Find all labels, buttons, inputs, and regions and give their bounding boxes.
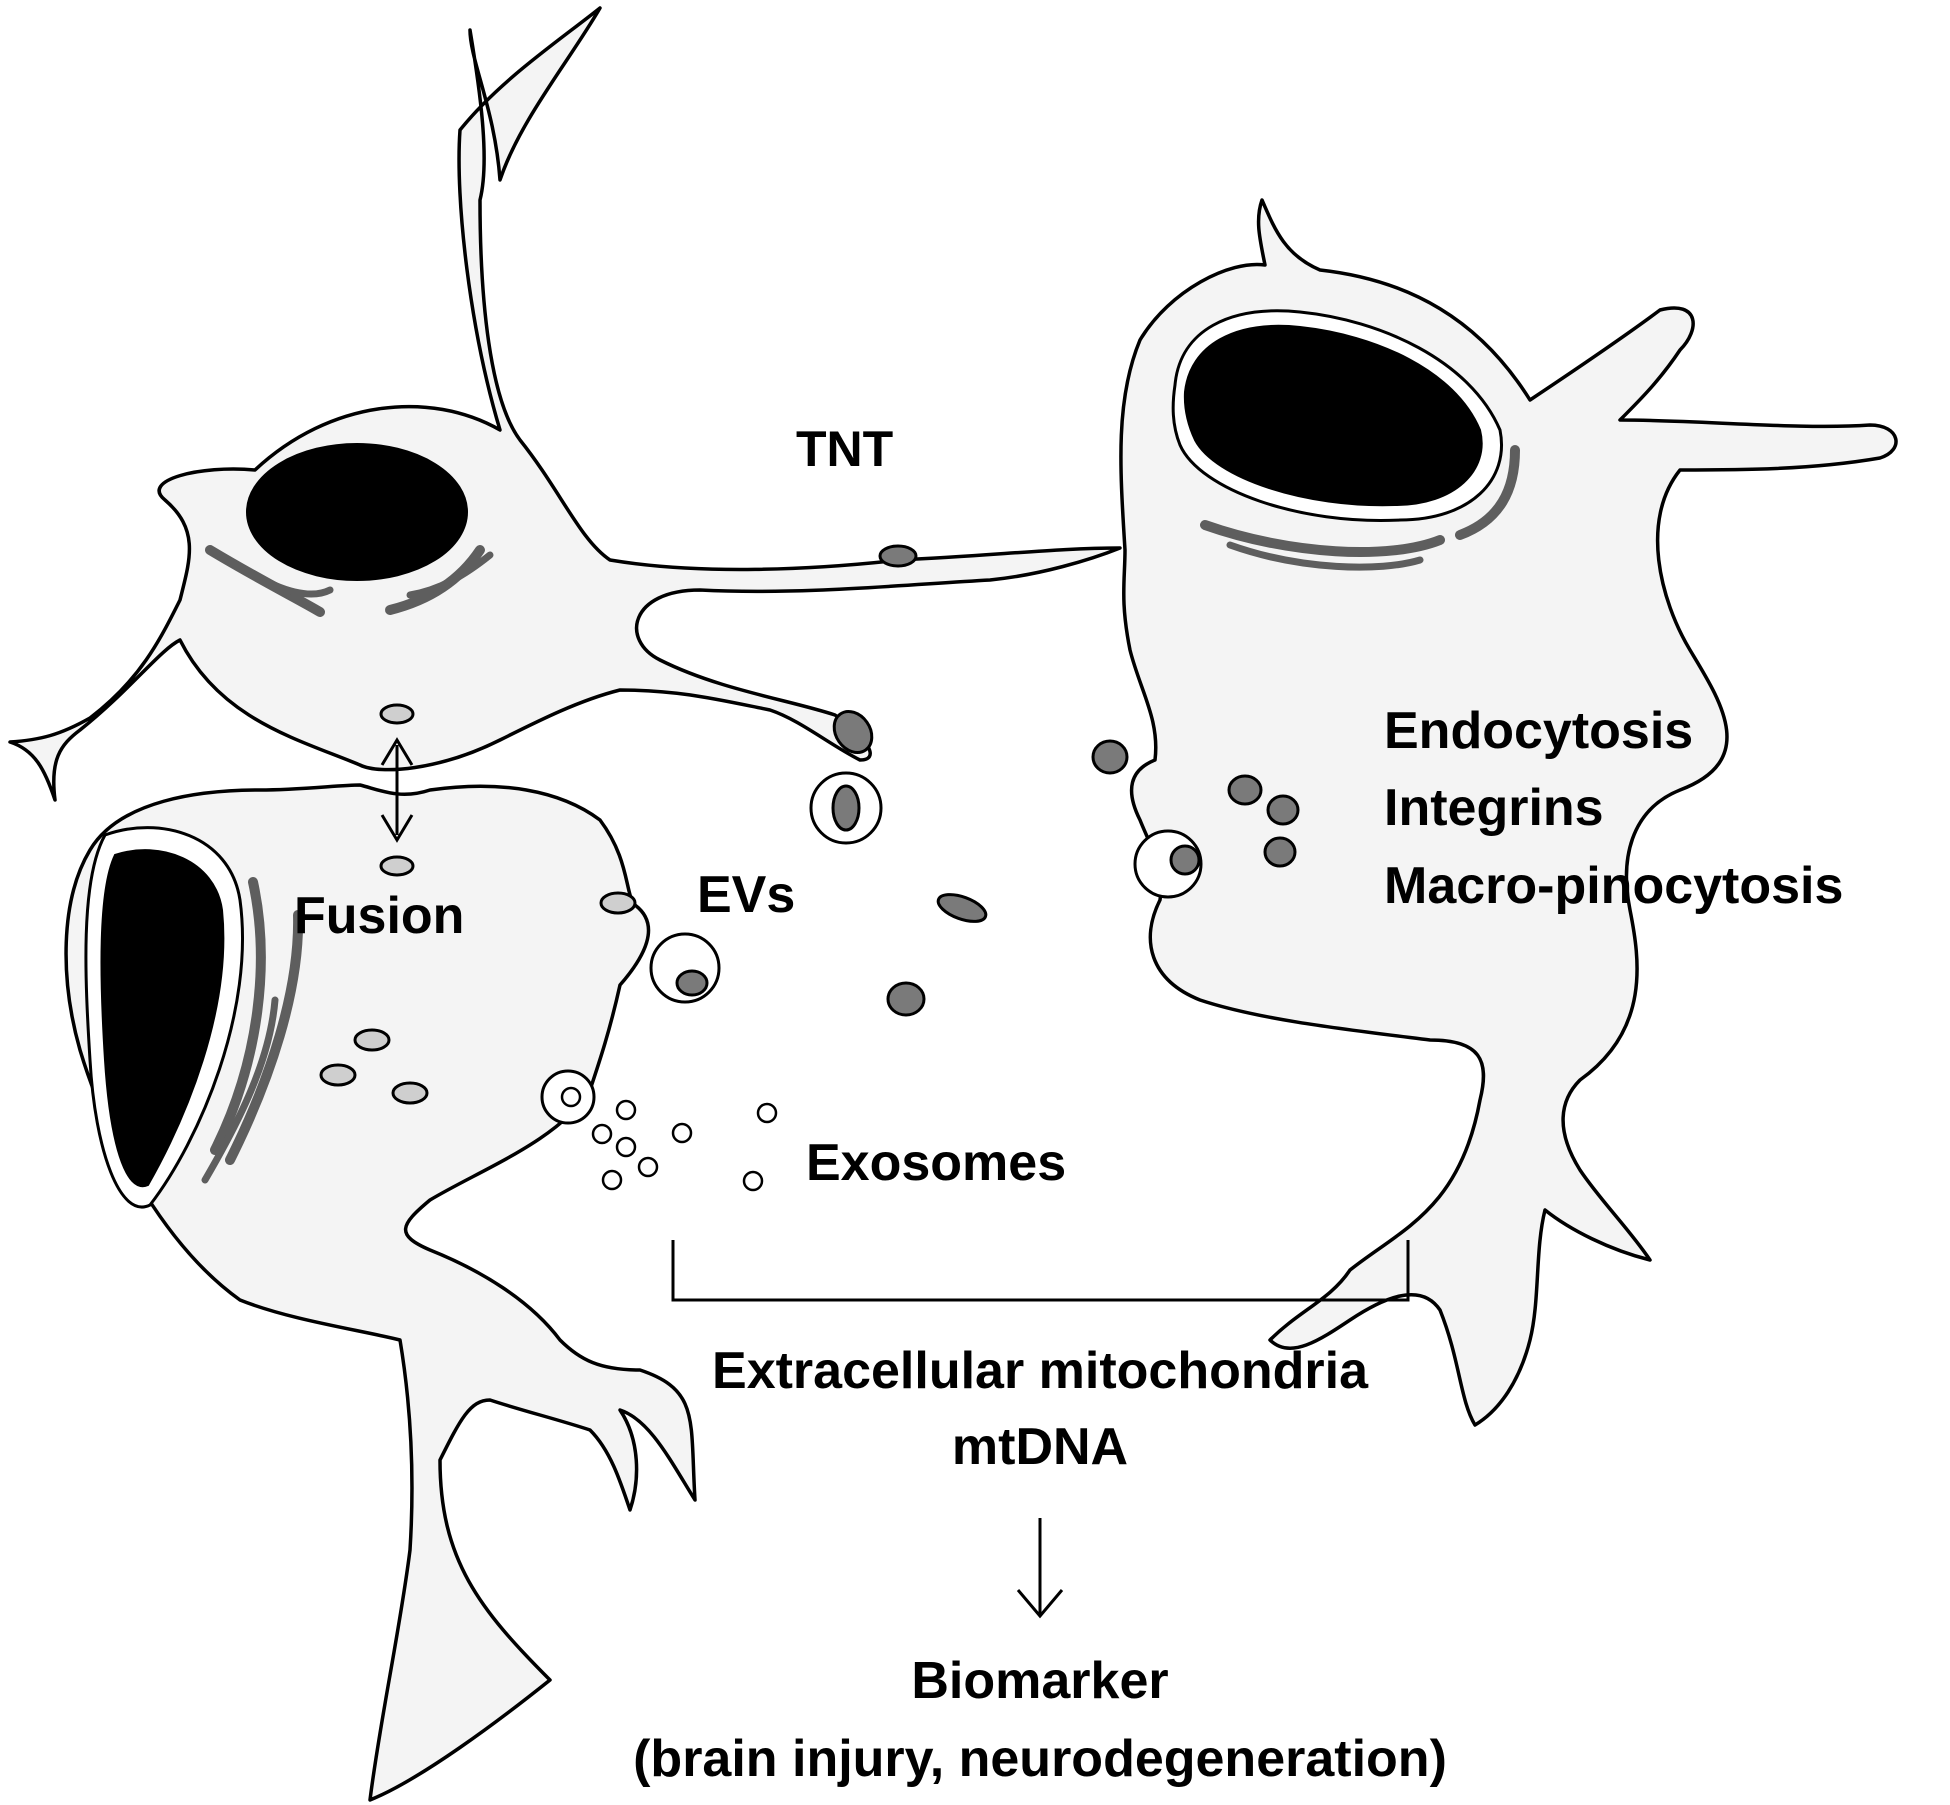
label-fusion: Fusion: [294, 887, 464, 945]
er-lower-left-1: [210, 877, 266, 1155]
tnt-mitochondrion: [878, 544, 918, 568]
free-mitochondrion-1: [936, 893, 988, 923]
er-upper-left-3: [251, 571, 334, 598]
er-right-2: [1455, 445, 1520, 540]
label-exosomes: Exosomes: [806, 1134, 1066, 1192]
label-evs: EVs: [697, 866, 795, 924]
mitochondrion-ll-2: [319, 1063, 357, 1087]
label-biomarker: Biomarker: [911, 1652, 1168, 1710]
ev-vesicle-2: [649, 932, 721, 1004]
label-integrins: Integrins: [1384, 779, 1604, 837]
er-upper-left-4: [406, 551, 494, 599]
er-right-3: [1226, 541, 1424, 571]
fusion-mitochondrion-bottom: [379, 855, 415, 877]
nucleus-right: [1183, 324, 1483, 507]
mitochondrion-ll-3: [391, 1081, 429, 1105]
label-endocytosis: Endocytosis: [1384, 702, 1693, 760]
er-right-1: [1200, 520, 1445, 557]
endocytic-vesicle: [1133, 829, 1203, 899]
exosome-cluster: [540, 1069, 778, 1192]
label-tnt: TNT: [796, 421, 893, 477]
ev-tip-mitochondrion: [832, 710, 874, 754]
endo-mitochondrion-membrane: [1091, 739, 1129, 775]
internal-mitochondrion-1: [1227, 774, 1263, 806]
fusion-mitochondrion-top: [379, 703, 415, 725]
ev-vesicle-1: [809, 771, 883, 845]
label-macropinocytosis: Macro-pinocytosis: [1384, 857, 1843, 915]
nucleus-lower-left: [100, 849, 225, 1188]
label-extracellular-mitochondria: Extracellular mitochondria: [712, 1342, 1369, 1400]
label-mtdna: mtDNA: [952, 1418, 1128, 1476]
internal-mitochondrion-3: [1263, 836, 1297, 868]
er-lower-left-2: [225, 910, 304, 1165]
label-biomarker-subtitle: (brain injury, neurodegeneration): [633, 1730, 1447, 1788]
down-arrow: [1016, 1518, 1064, 1619]
collection-bracket: [671, 1240, 1410, 1302]
nucleus-upper-left: [246, 443, 468, 581]
er-lower-left-3: [201, 996, 279, 1184]
mitochondrion-ll-4: [599, 891, 637, 915]
fusion-double-arrow: [380, 737, 414, 843]
cell-upper-left: [8, 6, 1122, 802]
internal-mitochondrion-2: [1266, 794, 1300, 826]
mitochondrion-ll-1: [353, 1028, 391, 1052]
free-mitochondrion-2: [886, 981, 926, 1017]
